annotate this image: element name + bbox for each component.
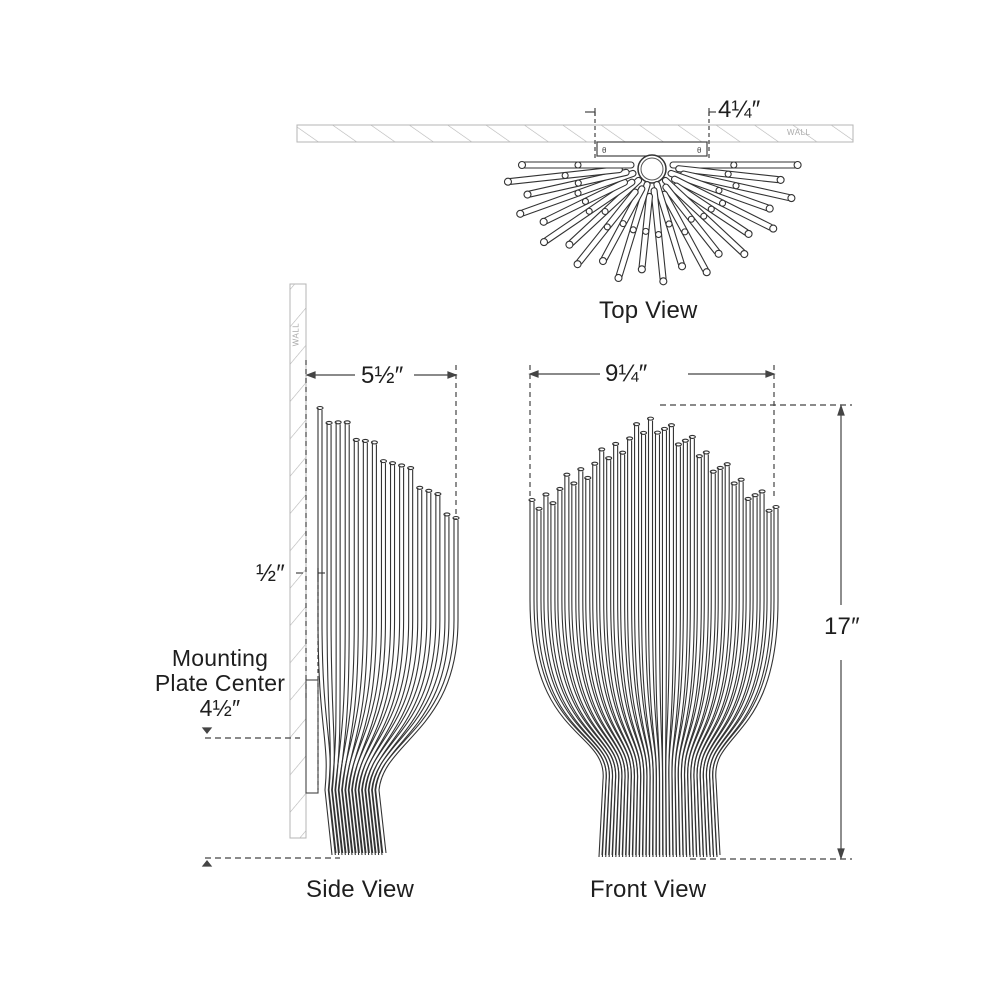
front-view-height-dimension: 17″ xyxy=(824,613,860,640)
top-view-wall-label: WALL xyxy=(787,128,811,137)
mounting-note-value: 4½″ xyxy=(199,695,241,721)
side-view-rods xyxy=(316,405,460,856)
front-view-title: Front View xyxy=(590,876,707,903)
side-view-backplate xyxy=(305,679,319,794)
top-view-title: Top View xyxy=(599,297,698,324)
mounting-note-line2: Plate Center xyxy=(154,670,286,696)
side-view-depth-dimension: 5½″ xyxy=(361,362,404,389)
svg-text:θ: θ xyxy=(602,146,607,155)
top-view: θ θ xyxy=(296,108,854,286)
mounting-plate-center-note: Mounting Plate Center 4½″ xyxy=(150,646,290,721)
top-view-dimension-lines xyxy=(585,108,716,160)
side-view-wall-label: WALL xyxy=(291,322,301,347)
side-view-backplate-offset: ½″ xyxy=(256,560,285,587)
side-view xyxy=(201,283,460,867)
mounting-note-line1: Mounting xyxy=(171,645,269,671)
top-view-mounting-plate xyxy=(596,141,708,157)
front-view-width-dimension: 9¼″ xyxy=(605,360,648,387)
top-view-radial-rods xyxy=(503,160,802,286)
side-view-title: Side View xyxy=(306,876,415,903)
side-view-wall xyxy=(289,283,307,839)
front-view xyxy=(528,365,852,860)
front-view-rods xyxy=(528,416,780,858)
svg-text:θ: θ xyxy=(697,146,702,155)
top-view-width-dimension: 4¼″ xyxy=(718,96,761,123)
top-view-wall xyxy=(296,124,854,143)
